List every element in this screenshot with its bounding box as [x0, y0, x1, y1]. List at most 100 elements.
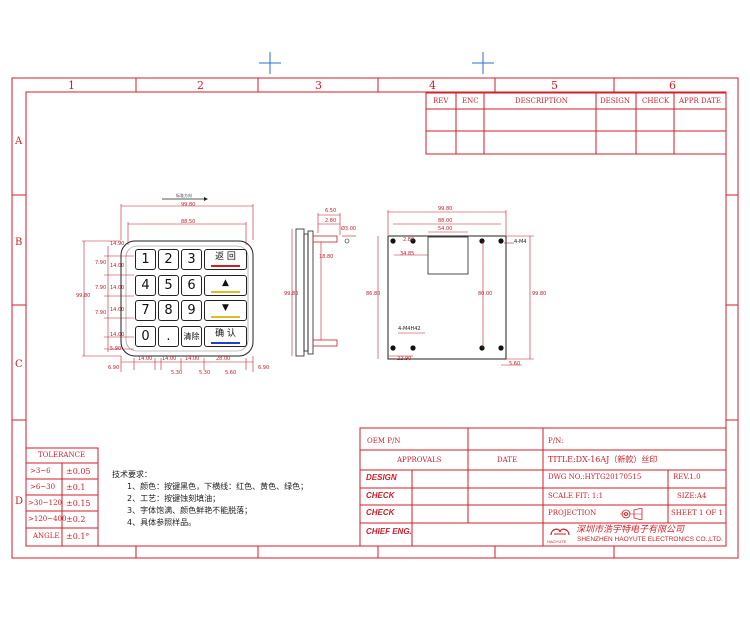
- company-logo-text: HAOYUTE: [547, 539, 567, 544]
- dim-overall-height: 99.80: [76, 293, 91, 299]
- column-label-1: 1: [68, 79, 75, 92]
- dim-side-diam: Ø3.00: [341, 226, 357, 232]
- dim-top-margin: 14.90: [110, 241, 125, 247]
- dim-key-h-1: 14.00: [110, 263, 125, 269]
- dim-side: 6.90: [108, 365, 120, 371]
- sheet-number: SHEET 1 OF 1: [671, 509, 723, 517]
- dim-back-bottom-left: 22.90: [397, 356, 412, 362]
- tolerance-range-3: >30~120: [28, 499, 62, 507]
- dim-right-off: 5.60: [225, 370, 237, 376]
- pn-label: P/N:: [548, 437, 564, 445]
- tolerance-title: TOLERANCE: [38, 451, 86, 459]
- design-header: DESIGN: [600, 97, 630, 105]
- dim-key-w-2: 14.00: [162, 356, 177, 362]
- key-back-label: 返 回: [215, 252, 236, 262]
- dim-row-gap-2: 7.90: [95, 285, 107, 291]
- dim-gap-1: 5.30: [171, 370, 183, 376]
- dim-inner-width: 88.50: [181, 219, 196, 225]
- dim-back-left-off: 34.85: [400, 251, 415, 257]
- dim-side-inner: 18.80: [319, 254, 334, 260]
- dim-back-w-outer: 99.80: [438, 206, 453, 212]
- dim-side-top1: 6.50: [325, 208, 337, 214]
- dim-side-height: 99.80: [284, 291, 299, 297]
- direction-label: 标准方向: [176, 193, 192, 198]
- dim-back-w-inner: 88.00: [438, 218, 453, 224]
- dim-back-r-small: 2.80: [403, 237, 415, 243]
- oem-pn-label: OEM P/N: [367, 437, 401, 445]
- dim-wide-w: 28.00: [216, 356, 231, 362]
- tech-note-1: 1、颜色：按键黑色，下横线：红色、黄色、绿色；: [127, 482, 309, 491]
- key-back-underline: [211, 265, 240, 267]
- tech-notes-title: 技术要求：: [112, 470, 152, 479]
- row-label-c: C: [15, 359, 23, 370]
- key-8: 8: [158, 300, 179, 321]
- key-back: 返 回: [204, 249, 247, 270]
- dim-back-corner: 5.60: [509, 361, 521, 367]
- appr-date-header: APPR DATE: [679, 97, 722, 105]
- note-studs: 4-M4H42: [398, 326, 421, 332]
- row-label-a: A: [15, 136, 23, 147]
- key-6: 6: [181, 275, 202, 296]
- tech-note-3: 3、字体饱满、颜色鲜艳不能脱落；: [127, 506, 253, 515]
- key-1: 1: [135, 249, 156, 270]
- note-holes: 4-M4: [514, 239, 527, 245]
- projection-symbol-icon: [620, 508, 643, 520]
- tolerance-range-1: >3~6: [30, 467, 51, 475]
- projection-label: PROJECTION: [548, 509, 597, 517]
- drawing-title: TITLE:DX-16AJ（新款）丝印: [548, 455, 658, 464]
- column-label-5: 5: [551, 79, 558, 92]
- tolerance-value-2: ±0.1: [66, 483, 86, 492]
- dwg-no: DWG NO.:HYTG20170515: [548, 473, 642, 481]
- key-up-underline: [211, 291, 240, 293]
- tolerance-range-2: >6~30: [30, 483, 56, 491]
- scale: SCALE FIT: 1:1: [548, 492, 604, 500]
- rev-header: REV: [433, 97, 449, 105]
- tech-note-2: 2、工艺：按键蚀刻填油；: [127, 494, 221, 503]
- dim-key-w-1: 14.00: [138, 356, 153, 362]
- row-label-b: B: [15, 237, 23, 248]
- tolerance-value-4: ±0.2: [66, 515, 86, 524]
- key-up-label: ▲: [222, 278, 229, 288]
- tolerance-angle-value: ±0.1°: [66, 532, 90, 541]
- tolerance-angle-label: ANGLE: [33, 532, 60, 540]
- column-label-4: 4: [429, 79, 436, 92]
- description-header: DESCRIPTION: [515, 97, 568, 105]
- dim-row-gap-1: 7.90: [95, 260, 107, 266]
- chief-eng-label: CHIEF ENG.: [366, 527, 412, 536]
- tolerance-value-3: ±0.15: [66, 499, 91, 508]
- company-logo-icon: [550, 528, 570, 536]
- revision: REV.1.0: [673, 473, 701, 481]
- key-5: 5: [158, 275, 179, 296]
- key-confirm-label: 确 认: [215, 329, 236, 339]
- key-4: 4: [135, 275, 156, 296]
- dim-key-h-2: 14.00: [110, 285, 125, 291]
- dim-row-gap-3: 7.90: [95, 310, 107, 316]
- key-2: 2: [158, 249, 179, 270]
- dim-back-h-left: 86.80: [366, 291, 381, 297]
- dim-back-h-mid: 80.00: [478, 291, 493, 297]
- approvals-label: APPROVALS: [397, 456, 442, 464]
- check-label-2: CHECK: [366, 508, 395, 517]
- paper-size: SIZE:A4: [677, 492, 707, 500]
- column-label-2: 2: [197, 79, 204, 92]
- dim-gap-2: 5.30: [199, 370, 211, 376]
- key-confirm-underline: [211, 342, 240, 344]
- dim-key-h-4: 14.00: [110, 332, 125, 338]
- key-3: 3: [181, 249, 202, 270]
- dim-side-top2: 2.80: [325, 218, 337, 224]
- key-confirm: 确 认: [204, 326, 247, 347]
- key-clear: 清除: [181, 326, 202, 347]
- check-label-1: CHECK: [366, 491, 395, 500]
- tolerance-range-4: >120~400: [28, 515, 67, 523]
- column-label-6: 6: [669, 79, 676, 92]
- dim-bottom: 5.90: [110, 346, 122, 352]
- dim-back-w-top: 54.00: [438, 226, 453, 232]
- tolerance-value-1: ±0.05: [66, 467, 91, 476]
- dim-back-h-right: 99.80: [532, 291, 547, 297]
- key-down-label: ▼: [222, 303, 229, 313]
- dim-key-w-3: 14.00: [185, 356, 200, 362]
- key-dot: .: [158, 326, 179, 347]
- company-name-en: SHENZHEN HAOYUTE ELECTRONICS CO.,LTD.: [577, 536, 723, 543]
- dim-overall-width: 99.80: [181, 202, 196, 208]
